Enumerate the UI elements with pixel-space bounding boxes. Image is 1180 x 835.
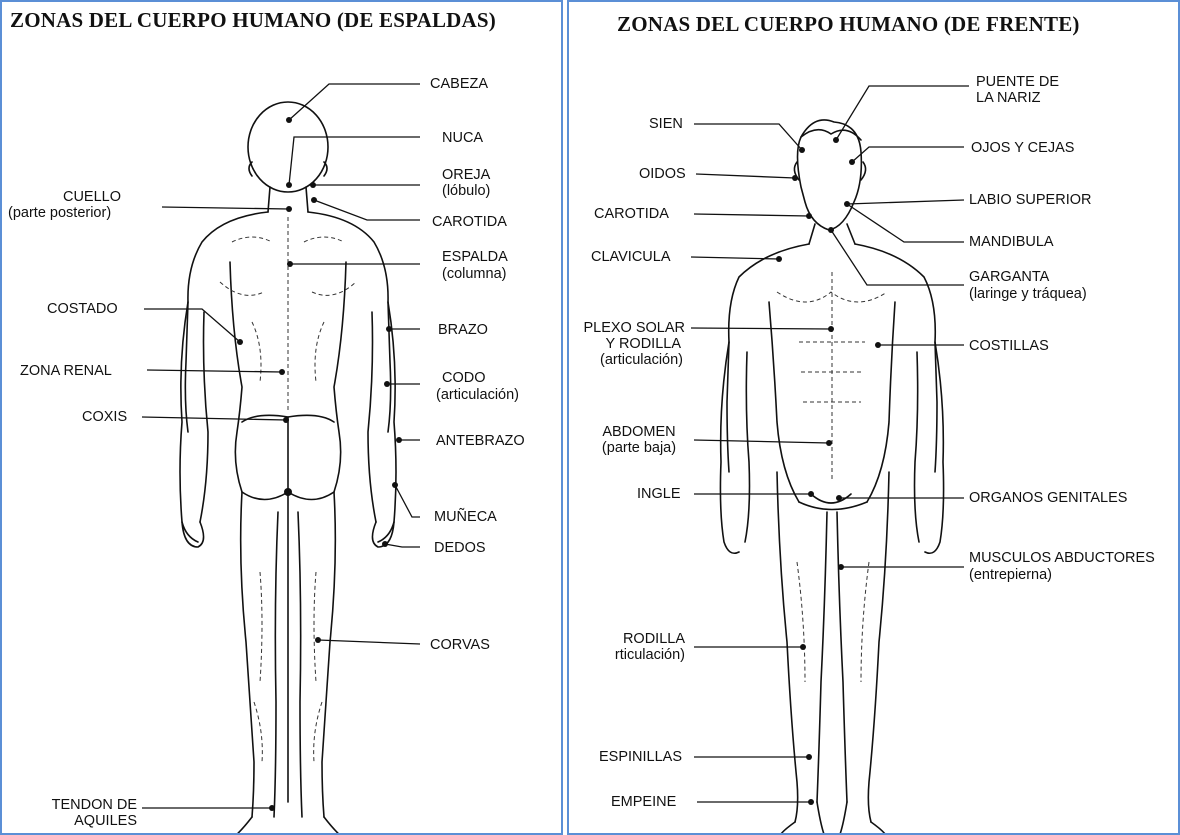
label-ingle: INGLE: [637, 486, 681, 502]
label-tendon: TENDON DE: [12, 797, 137, 813]
label-plexo-2: Y RODILLA: [569, 336, 681, 352]
label-cabeza: CABEZA: [430, 76, 488, 92]
label-codo: CODO: [442, 370, 486, 386]
label-plexo: PLEXO SOLAR: [569, 320, 685, 336]
label-antebrazo: ANTEBRAZO: [436, 433, 525, 449]
label-mandibula: MANDIBULA: [969, 234, 1054, 250]
label-oidos: OIDOS: [639, 166, 686, 182]
label-abdomen-sub: (parte baja): [589, 440, 689, 456]
back-view-panel: ZONAS DEL CUERPO HUMANO (DE ESPALDAS): [0, 0, 563, 835]
label-musculos-sub: (entrepierna): [969, 567, 1052, 583]
label-codo-sub: (articulación): [436, 387, 519, 403]
label-abdomen: ABDOMEN: [589, 424, 689, 440]
label-espinillas: ESPINILLAS: [599, 749, 682, 765]
label-plexo-3: (articulación): [569, 352, 683, 368]
label-carotida-back: CAROTIDA: [432, 214, 507, 230]
label-puente: PUENTE DE: [976, 74, 1059, 90]
label-dedos: DEDOS: [434, 540, 486, 556]
label-cuello-sub: (parte posterior): [8, 205, 111, 221]
label-corvas: CORVAS: [430, 637, 490, 653]
front-view-panel: ZONAS DEL CUERPO HUMANO (DE FRENTE): [567, 0, 1180, 835]
label-musculos: MUSCULOS ABDUCTORES: [969, 550, 1155, 566]
label-oreja: OREJA: [442, 167, 490, 183]
label-espalda-sub: (columna): [442, 266, 506, 282]
label-costado: COSTADO: [47, 301, 118, 317]
label-garganta: GARGANTA: [969, 269, 1049, 285]
label-oreja-sub: (lóbulo): [442, 183, 490, 199]
label-garganta-sub: (laringe y tráquea): [969, 286, 1087, 302]
label-espalda: ESPALDA: [442, 249, 508, 265]
label-rodilla-sub: rticulación): [569, 647, 685, 663]
label-coxis: COXIS: [82, 409, 127, 425]
label-muneca: MUÑECA: [434, 509, 497, 525]
label-brazo: BRAZO: [438, 322, 488, 338]
label-tendon-sub: AQUILES: [12, 813, 137, 829]
label-nuca: NUCA: [442, 130, 483, 146]
label-labio: LABIO SUPERIOR: [969, 192, 1091, 208]
label-rodilla: RODILLA: [569, 631, 685, 647]
label-sien: SIEN: [649, 116, 683, 132]
label-puente-sub: LA NARIZ: [976, 90, 1040, 106]
label-carotida-front: CAROTIDA: [594, 206, 669, 222]
label-clavicula: CLAVICULA: [591, 249, 671, 265]
label-cuello: CUELLO: [32, 189, 152, 205]
label-zona-renal: ZONA RENAL: [20, 363, 112, 379]
label-ojos: OJOS Y CEJAS: [971, 140, 1074, 156]
label-costillas: COSTILLAS: [969, 338, 1049, 354]
label-empeine: EMPEINE: [611, 794, 676, 810]
label-organos: ORGANOS GENITALES: [969, 490, 1127, 506]
